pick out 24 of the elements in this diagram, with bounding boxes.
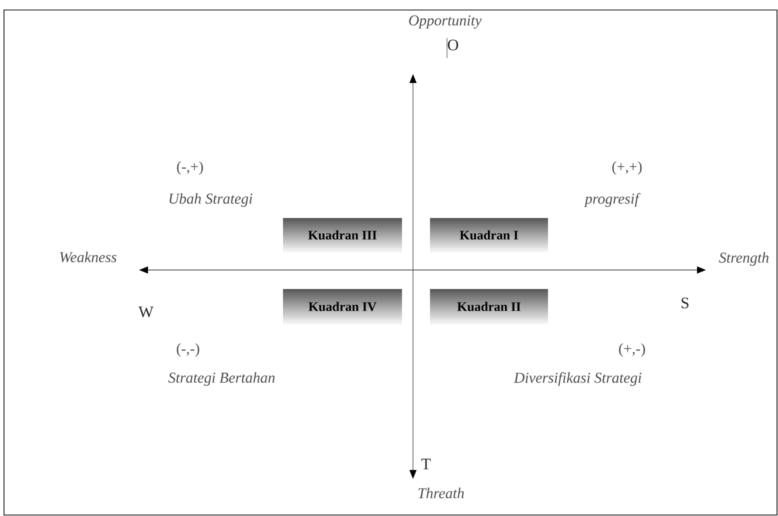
letter-label: O <box>448 40 458 50</box>
letter-label: W <box>138 306 154 318</box>
letter-label: T <box>421 458 431 470</box>
sign-label: (-,-) <box>176 343 200 357</box>
quadrant-box: Kuadran IV <box>283 289 402 324</box>
strategy-label: Diversifikasi Strategi <box>514 372 642 386</box>
axis-label: Opportunity <box>409 15 482 29</box>
axis-label: Strength <box>719 252 769 266</box>
quadrant-box: Kuadran III <box>283 218 402 252</box>
sign-label: (-,+) <box>177 161 203 175</box>
axis-label: Weakness <box>60 252 116 262</box>
node-label: Kuadran IV <box>308 302 376 312</box>
strategy-label: Ubah Strategi <box>170 193 252 207</box>
axis-label: Threath <box>418 488 464 498</box>
sign-label: (+,+) <box>612 161 642 175</box>
sign-label: (+,-) <box>619 343 645 357</box>
strategy-label: Strategi Bertahan <box>168 372 275 386</box>
letter-label: S <box>682 298 688 308</box>
node-label: Kuadran II <box>457 302 521 312</box>
quadrant-box: Kuadran I <box>430 218 548 252</box>
node-label: Kuadran I <box>460 230 518 240</box>
strategy-label: progresif <box>584 193 641 207</box>
quadrant-box: Kuadran II <box>430 289 548 324</box>
node-label: Kuadran III <box>308 230 377 240</box>
